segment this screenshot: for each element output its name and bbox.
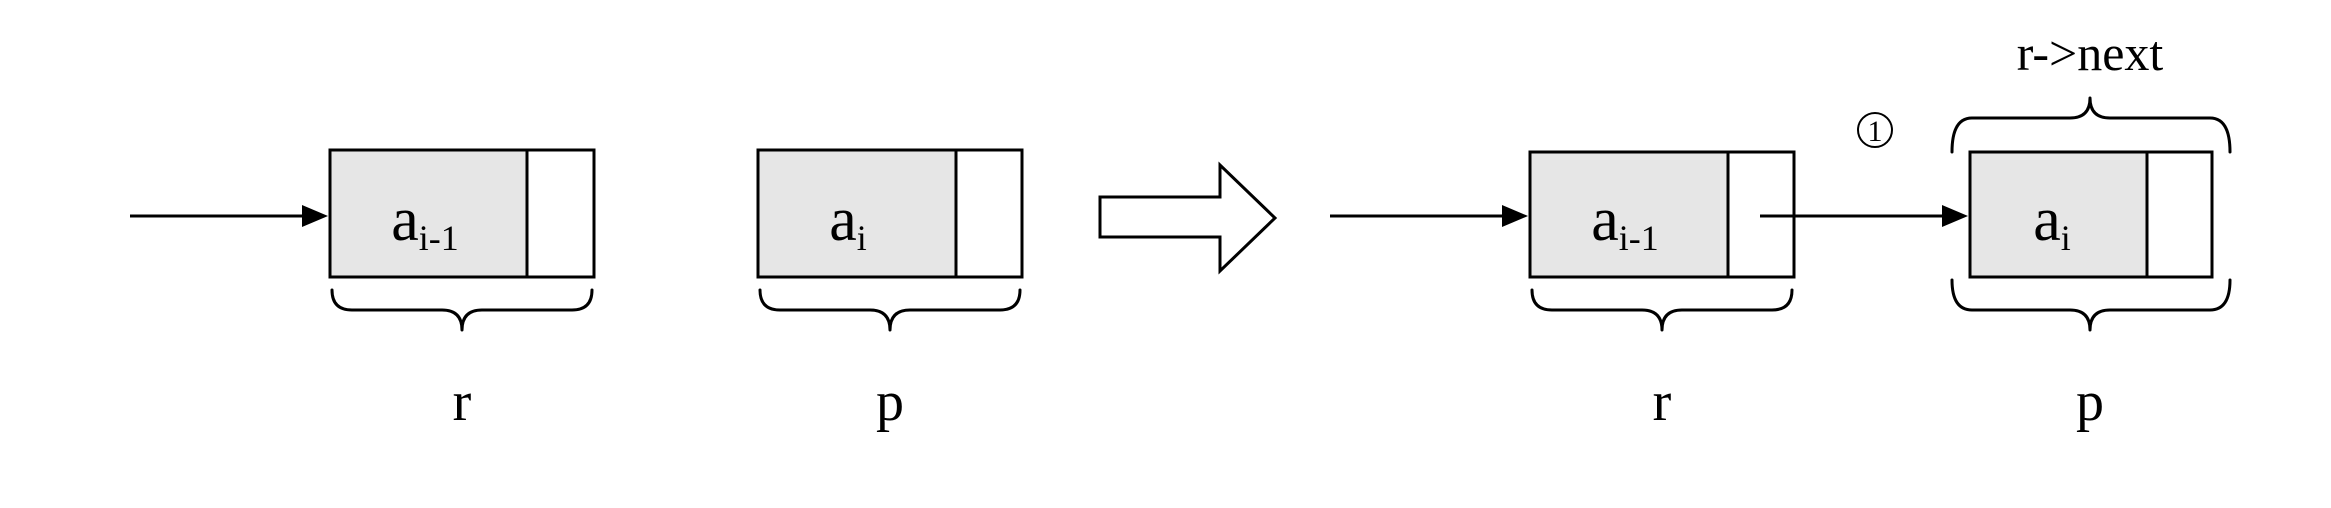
node-r-before: ai-1 r [328, 148, 596, 433]
node-p-brace [758, 288, 1022, 332]
node-r-data-text: ai-1 [391, 186, 459, 258]
node-r-after-data-field [1528, 150, 1730, 279]
node-r-label: r [453, 371, 472, 433]
node-r-after-brace [1530, 288, 1794, 332]
node-r-next-field [525, 148, 596, 279]
node-p-data-text: ai [829, 186, 867, 258]
incoming-pointer-before [130, 205, 328, 227]
node-r-brace [330, 288, 594, 332]
node-p-after-data-field [1968, 150, 2149, 279]
node-p-after-top-label: r->next [2017, 25, 2164, 81]
node-p-after: ai r->next p [1950, 25, 2232, 433]
node-r-after: ai-1 r [1528, 150, 1796, 433]
svg-text:1: 1 [1868, 115, 1883, 148]
node-p-data-field [756, 148, 958, 279]
node-p-after-next-field [2145, 150, 2214, 279]
node-p-after-label: p [2076, 371, 2104, 433]
node-p-after-top-brace [1950, 96, 2232, 154]
node-p-after-bottom-brace [1950, 278, 2232, 332]
node-p-label: p [876, 371, 904, 433]
node-p-after-data-text: ai [2033, 186, 2071, 258]
node-r-after-label: r [1653, 371, 1672, 433]
node-p-before: ai p [756, 148, 1024, 433]
incoming-pointer-after [1330, 205, 1528, 227]
transition-arrow [1098, 161, 1278, 275]
step-marker-circled-1: 1 [1857, 112, 1893, 148]
node-r-after-data-text: ai-1 [1591, 186, 1659, 258]
next-pointer-arrow [1760, 205, 1968, 227]
node-p-next-field [954, 148, 1024, 279]
node-r-data-field [328, 148, 529, 279]
